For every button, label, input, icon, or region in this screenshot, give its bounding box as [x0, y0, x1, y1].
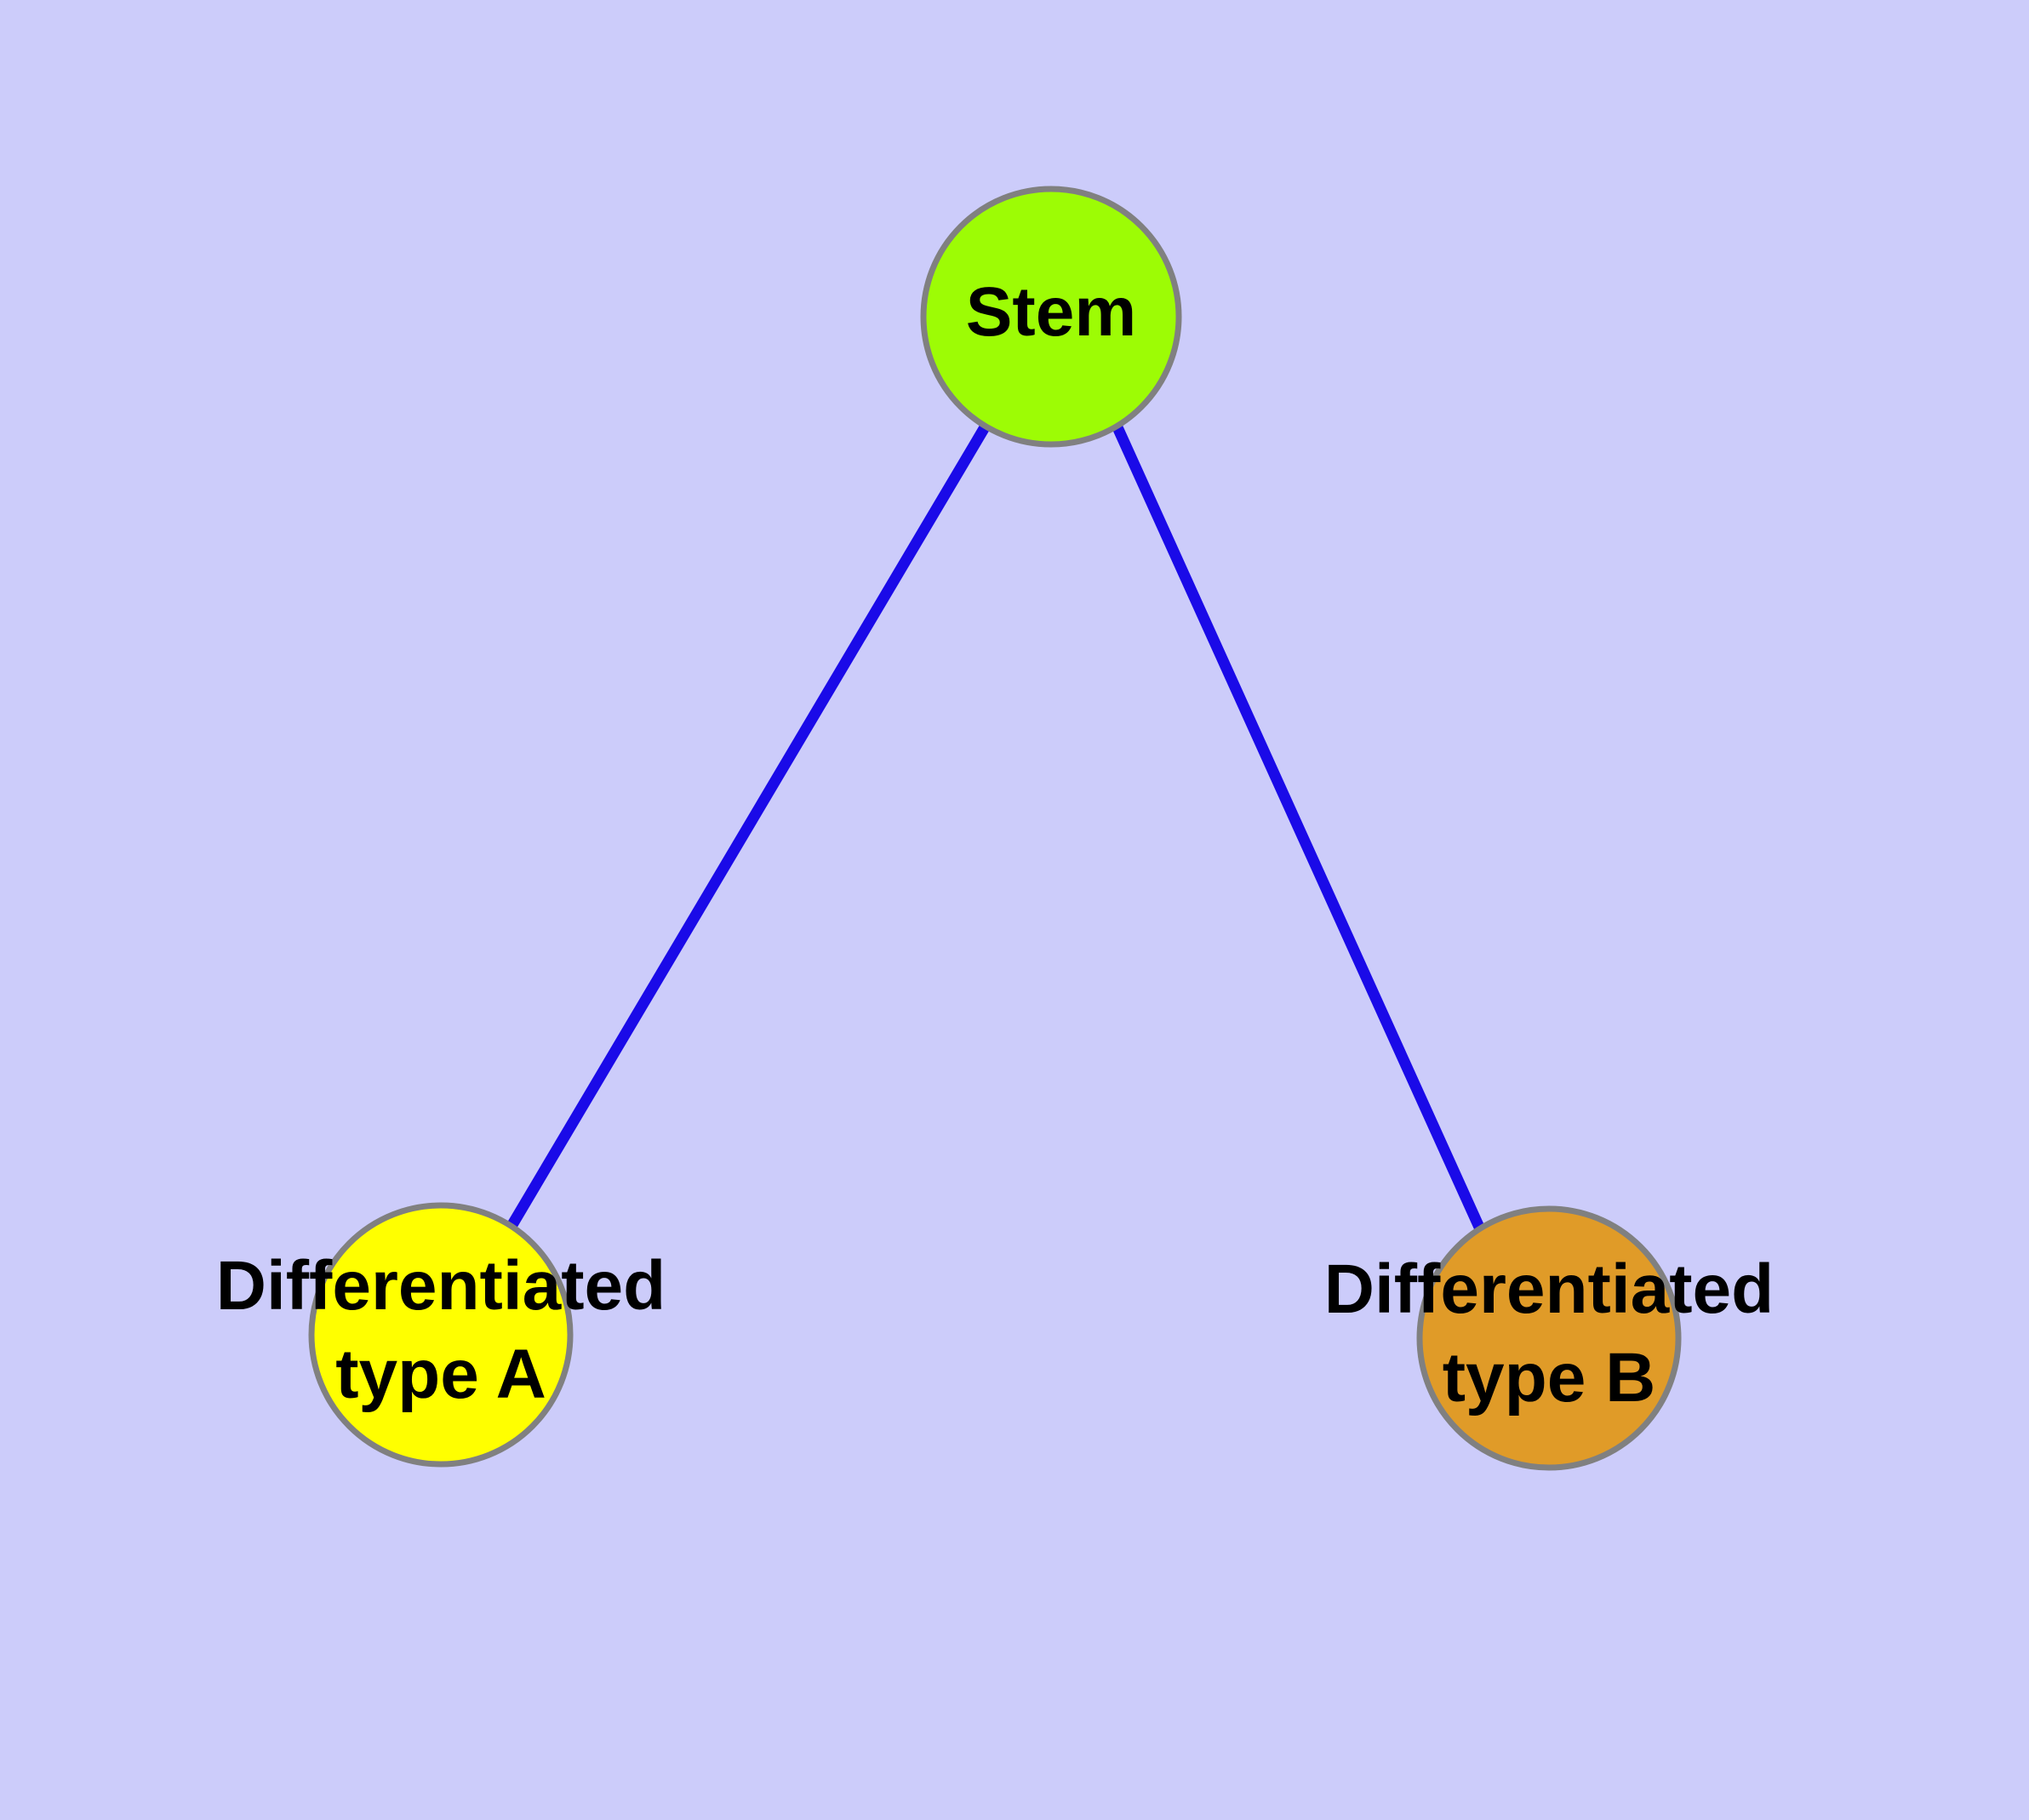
node-label-diff-b: Differentiated type B	[1324, 1251, 1775, 1417]
node-diff-b[interactable]	[1416, 1205, 1682, 1471]
edges-layer	[506, 424, 1486, 1233]
edge-stem-diff-b[interactable]	[1112, 425, 1486, 1233]
node-stem[interactable]	[920, 186, 1182, 448]
node-label-line: Differentiated	[216, 1247, 666, 1325]
node-label-line: Differentiated	[1324, 1251, 1775, 1328]
node-label-diff-a: Differentiated type A	[216, 1247, 666, 1413]
nodes-layer	[308, 186, 1682, 1471]
node-label-line: Stem	[966, 273, 1137, 351]
node-label-line: type B	[1443, 1339, 1656, 1417]
node-label-stem: Stem	[966, 273, 1137, 351]
edge-stem-diff-a[interactable]	[506, 424, 990, 1231]
node-diff-a[interactable]	[308, 1202, 574, 1468]
node-label-line: type A	[335, 1336, 546, 1413]
